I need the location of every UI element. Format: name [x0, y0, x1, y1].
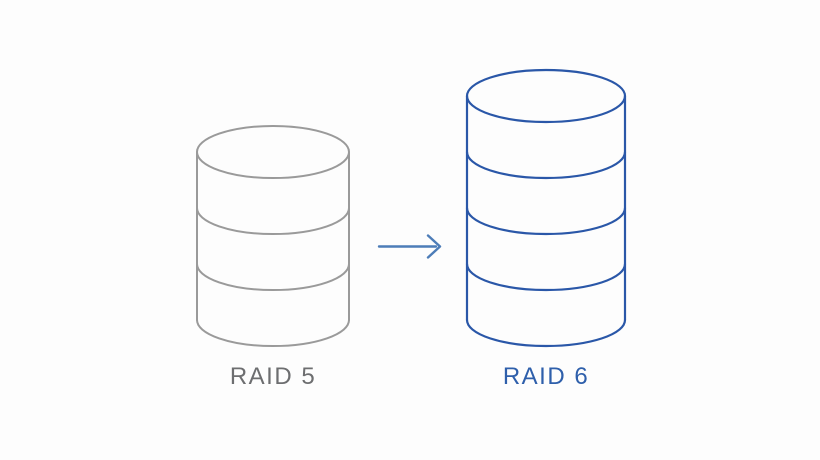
raid5-label: RAID 5	[229, 363, 317, 390]
raid5-cylinder-icon	[196, 125, 350, 347]
raid6-cylinder-icon	[465, 68, 627, 348]
raid6-label: RAID 6	[502, 363, 590, 390]
arrow-right-icon	[377, 234, 442, 259]
